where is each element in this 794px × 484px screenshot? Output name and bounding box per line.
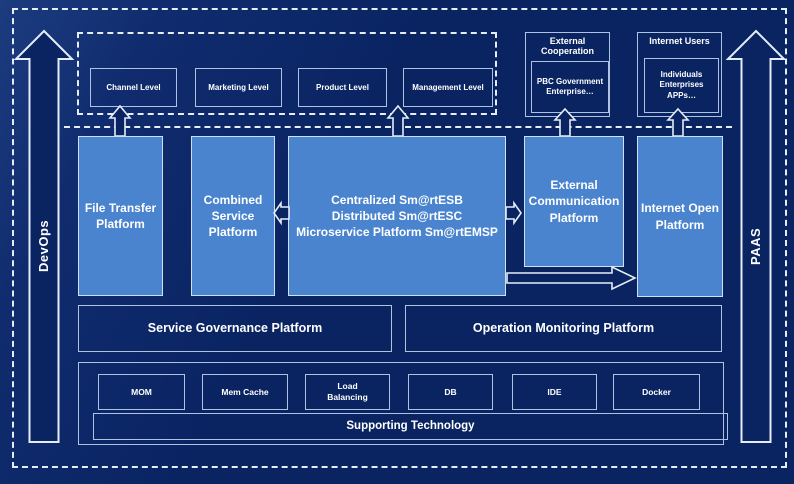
external-cooperation-title: External Cooperation <box>541 36 594 57</box>
tech-label: MOM <box>131 386 152 397</box>
flow-up-arrow-icon <box>666 107 690 137</box>
level-box-channel: Channel Level <box>90 68 177 107</box>
flow-right-arrow-icon <box>505 200 522 226</box>
level-label: Product Level <box>316 82 369 92</box>
esb-line: Centralized Sm@rtESB <box>331 192 463 207</box>
devops-up-arrow-icon <box>13 29 75 443</box>
tech-label: Load Balancing <box>327 381 368 402</box>
level-label: Marketing Level <box>208 82 269 92</box>
platform-label: External Communication Platform <box>528 178 620 225</box>
tech-label: IDE <box>547 386 562 397</box>
platform-file-transfer: File Transfer Platform <box>78 136 163 296</box>
platform-label: File Transfer Platform <box>84 200 157 231</box>
level-label: Management Level <box>412 82 484 92</box>
level-label: Channel Level <box>106 82 161 92</box>
internet-users-title: Internet Users <box>649 36 710 46</box>
external-cooperation-members: PBC Government Enterprise… <box>531 61 609 113</box>
level-box-marketing: Marketing Level <box>195 68 282 107</box>
tech-box-mem-cache: Mem Cache <box>202 374 288 410</box>
supporting-technology-bar: Supporting Technology <box>93 413 728 440</box>
paas-rail-label: PAAS <box>748 227 763 265</box>
flow-left-arrow-icon <box>273 200 290 226</box>
platform-internet-open: Internet Open Platform <box>637 136 723 297</box>
flow-up-arrow-icon <box>108 104 132 137</box>
tech-label: Mem Cache <box>221 386 269 397</box>
internet-users-members: Individuals Enterprises APPs… <box>644 58 719 113</box>
tech-box-docker: Docker <box>613 374 700 410</box>
platform-label: Combined Service Platform <box>203 192 263 240</box>
platform-external-communication: External Communication Platform <box>524 136 624 267</box>
tech-box-db: DB <box>408 374 493 410</box>
access-levels-dashed-group <box>77 32 497 115</box>
tech-label: DB <box>444 386 457 397</box>
level-box-management: Management Level <box>403 68 493 107</box>
tech-box-ide: IDE <box>512 374 597 410</box>
internet-users-box: Internet Users Individuals Enterprises A… <box>637 32 722 117</box>
governance-label: Service Governance Platform <box>147 320 323 335</box>
devops-rail-label: DevOps <box>36 219 51 273</box>
esb-line: Distributed Sm@rtESC <box>331 208 463 223</box>
flow-long-right-arrow-icon <box>506 265 637 291</box>
outer-dashed-frame <box>12 8 787 468</box>
external-cooperation-box: External Cooperation PBC Government Ente… <box>525 32 610 117</box>
level-box-product: Product Level <box>298 68 387 107</box>
operation-monitoring-platform: Operation Monitoring Platform <box>405 305 722 352</box>
supporting-technology-label: Supporting Technology <box>346 420 475 433</box>
platform-label: Internet Open Platform <box>640 201 719 232</box>
esb-line: Microservice Platform Sm@rtEMSP <box>296 225 498 240</box>
supporting-technology-container <box>78 362 724 445</box>
flow-up-arrow-icon <box>386 104 410 137</box>
tech-label: Docker <box>642 386 671 397</box>
monitoring-label: Operation Monitoring Platform <box>472 320 655 335</box>
tech-box-load-balancing: Load Balancing <box>305 374 390 410</box>
platform-smart-esb: Centralized Sm@rtESB Distributed Sm@rtES… <box>288 136 506 296</box>
platform-combined-service: Combined Service Platform <box>191 136 275 296</box>
tech-box-mom: MOM <box>98 374 185 410</box>
service-governance-platform: Service Governance Platform <box>78 305 392 352</box>
paas-up-arrow-icon <box>725 29 787 443</box>
flow-up-arrow-icon <box>553 107 577 137</box>
